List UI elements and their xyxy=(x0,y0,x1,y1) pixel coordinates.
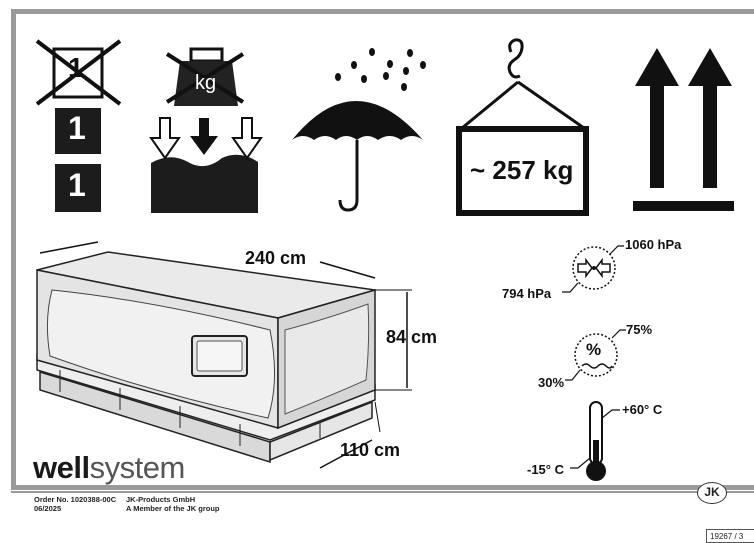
document-id: 19267 / 3 xyxy=(706,529,754,543)
height-dimension: 84 cm xyxy=(386,327,438,347)
this-way-up-icon xyxy=(633,48,734,211)
air-pressure-icon xyxy=(562,245,624,293)
stack-limit-number-bottom: 1 xyxy=(68,167,86,203)
company-group: A Member of the JK group xyxy=(126,504,220,513)
no-weight-icon xyxy=(165,47,245,106)
stack-limit-crossed-number: 1 xyxy=(68,52,84,83)
humidity-icon xyxy=(565,329,626,381)
temperature-min: -15° C xyxy=(527,462,564,477)
no-stacking-icon xyxy=(35,39,122,106)
gross-weight-label: ~ 257 kg xyxy=(470,155,574,185)
humidity-symbol: % xyxy=(586,340,602,359)
width-dimension: 110 cm xyxy=(340,440,401,460)
jk-logo: JK xyxy=(697,482,727,504)
brand-logo: wellsystem xyxy=(33,450,185,486)
issue-date: 06/2025 xyxy=(34,504,62,513)
order-number: Order No. 1020388-00C xyxy=(34,495,117,504)
keep-dry-icon xyxy=(292,48,426,212)
pressure-min: 794 hPa xyxy=(502,286,552,301)
package-illustration xyxy=(36,241,412,469)
brand-logo-light: system xyxy=(89,450,186,485)
stack-limit-box-top xyxy=(55,108,101,154)
humidity-min: 30% xyxy=(538,375,565,390)
company-name: JK-Products GmbH xyxy=(126,495,196,504)
pressure-max: 1060 hPa xyxy=(625,237,682,252)
brand-logo-bold: well xyxy=(33,450,90,485)
temperature-icon xyxy=(570,401,620,481)
temperature-max: +60° C xyxy=(622,402,663,417)
humidity-max: 75% xyxy=(626,322,653,337)
stack-limit-box-bottom xyxy=(55,164,101,212)
weight-kg-label: kg xyxy=(195,72,217,94)
stack-limit-number-mid: 1 xyxy=(68,110,86,146)
length-dimension: 240 cm xyxy=(245,248,307,268)
label-frame xyxy=(11,9,754,490)
surface-load-icon xyxy=(149,117,263,213)
lifting-hook-icon xyxy=(456,38,589,216)
